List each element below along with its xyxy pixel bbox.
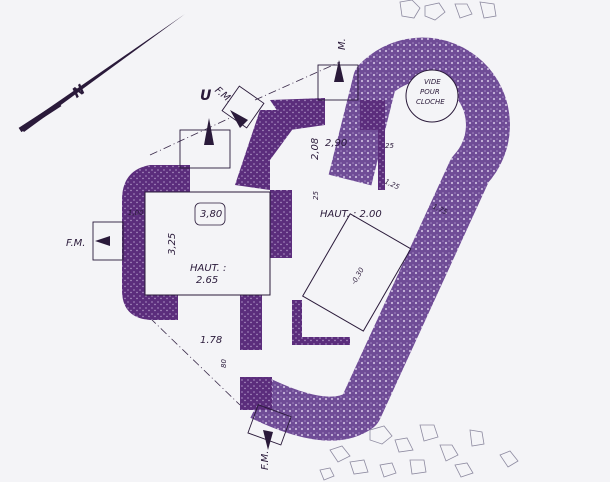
- center-wall: [270, 190, 292, 258]
- dim-entry: 1.78: [200, 335, 222, 346]
- dim-left-wall: 1,00: [128, 209, 144, 217]
- entry-wall-bottom: [240, 377, 272, 410]
- cloche-label: VIDE POUR CLOCHE: [416, 78, 445, 106]
- right-room-width: 2,90: [325, 138, 347, 149]
- dim-passage: 1,25: [383, 178, 401, 192]
- left-room-depth: 3,25: [167, 233, 178, 255]
- fm-south-label: F.M.: [260, 451, 271, 470]
- u-label: U: [200, 88, 212, 104]
- right-room-wall: [270, 98, 325, 130]
- left-room-height: 2.65: [196, 275, 218, 286]
- svg-text:POUR: POUR: [420, 88, 440, 96]
- entry-wall-right: [292, 300, 350, 345]
- right-room-depth: 2,08: [310, 138, 321, 160]
- angled-wall: [235, 110, 292, 190]
- svg-text:CLOCHE: CLOCHE: [416, 98, 445, 106]
- rubble-texture: [319, 0, 519, 481]
- fm-west-label: F.M.: [66, 238, 85, 249]
- left-room: [144, 191, 271, 296]
- entry-wall-left: [240, 295, 262, 350]
- north-arrow-icon: [18, 14, 185, 133]
- svg-text:VIDE: VIDE: [424, 78, 441, 86]
- pit-rect: [302, 213, 412, 332]
- dim-wall-b: 25: [312, 191, 320, 200]
- ceiling-hatch: [194, 202, 226, 226]
- left-room-height-label: HAUT. :: [190, 263, 226, 274]
- dim-wall-a: 25: [385, 142, 394, 150]
- dim-step: 80: [220, 359, 228, 368]
- left-room-width: 3,80: [200, 209, 222, 220]
- m-label: M.: [337, 38, 348, 50]
- room-wall-right: [360, 100, 385, 190]
- outer-wall: [250, 37, 510, 441]
- dash-lines: [149, 61, 341, 406]
- right-room-height: HAUT. : 2.00: [320, 209, 382, 220]
- dim-pit: -0,30: [350, 266, 366, 286]
- cloche-void: [405, 69, 459, 123]
- arrow-icons: [95, 60, 344, 450]
- fm-northwest-label: F.M.: [212, 85, 234, 106]
- left-bunker-wall: [122, 165, 190, 320]
